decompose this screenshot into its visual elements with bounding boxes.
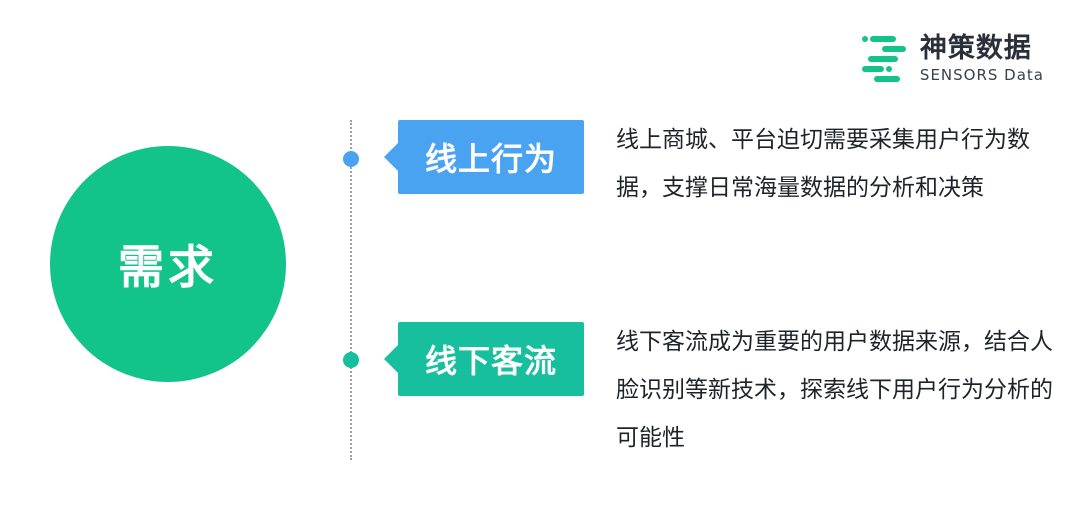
central-node-label: 需求 xyxy=(118,240,218,294)
branch-tag-offline-label: 线下客流 xyxy=(424,342,557,380)
timeline-line xyxy=(350,120,352,460)
branch-tag-online-label: 线上行为 xyxy=(424,140,557,178)
branch-tag-online: 线上行为 xyxy=(384,120,584,194)
branch-dot-online xyxy=(343,151,359,167)
branch-description-offline: 线下客流成为重要的用户数据来源，结合人脸识别等新技术，探索线下用户行为分析的可能… xyxy=(616,329,1053,451)
logo-chinese-name: 神策数据 xyxy=(919,33,1032,64)
central-node: 需求 xyxy=(50,146,286,382)
sensors-logo-icon xyxy=(861,36,906,82)
branch-dot-offline xyxy=(343,352,359,368)
branch-description-online: 线上商城、平台迫切需要采集用户行为数据，支撑日常海量数据的分析和决策 xyxy=(616,127,1030,201)
branch-tag-offline: 线下客流 xyxy=(384,322,584,396)
brand-logo: 神策数据 SENSORS Data xyxy=(860,34,1044,84)
logo-english-name: SENSORS Data xyxy=(919,66,1044,84)
